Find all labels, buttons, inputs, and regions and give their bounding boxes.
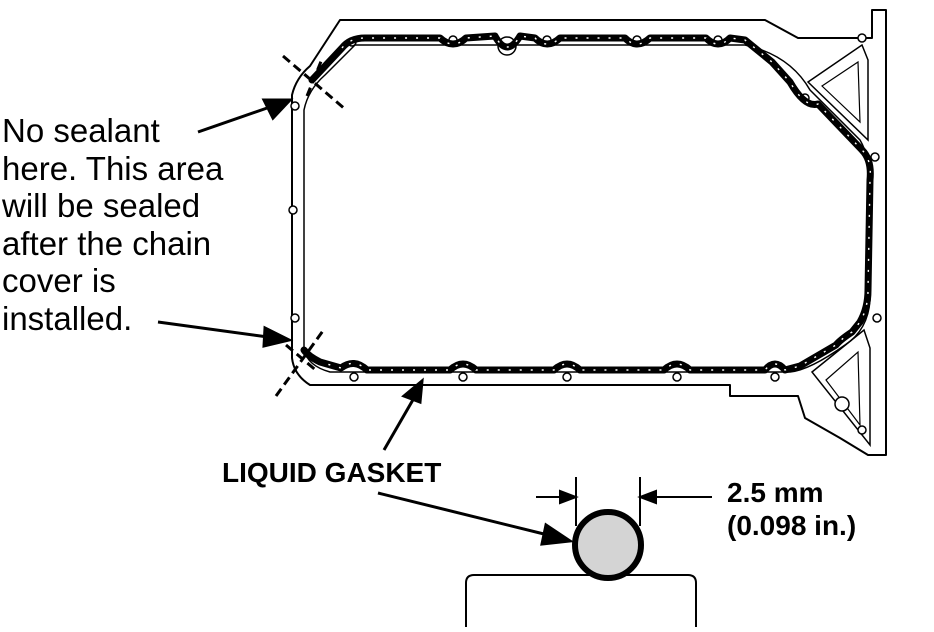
bolt-hole [834,396,850,412]
flange-brace-lower [810,328,871,448]
arrowhead [261,98,294,121]
bolt-hole [857,33,867,43]
leader-arrows [157,98,575,546]
arrowhead [401,377,424,405]
bolt-hole [857,425,867,435]
bolt-hole [290,101,300,111]
bolt-hole [770,372,780,382]
pan-opening-outline [303,44,872,373]
bolt-hole [349,372,359,382]
note-line: here. This area [2,149,224,187]
bolt-holes [288,33,882,435]
pan-flange-outline [291,9,887,456]
note-line: after the chain [2,224,212,262]
flange-section [465,574,697,627]
bolt-hole [288,205,298,215]
arrowhead [540,522,575,546]
bead-diameter-imperial: (0.098 in.) [727,510,857,541]
break-mark-upper-cross [305,58,324,97]
break-mark-lower-cross [285,343,319,374]
bolt-hole [458,372,468,382]
bolt-hole [872,313,882,323]
bead-diameter-metric: 2.5 mm [727,477,824,508]
arrow-gasket-section [377,491,549,537]
arrow-no-sealant-upper [197,105,271,134]
bolt-hole [672,372,682,382]
arrowhead [637,489,657,505]
note-line: No sealant [2,112,160,149]
liquid-gasket-bead [300,32,874,374]
no-sealant-note: No sealant here. This area will be seale… [2,112,223,337]
arrowhead [262,325,294,348]
arrowhead [559,489,579,505]
bolt-hole [562,372,572,382]
note-line: installed. [2,299,133,337]
flange-brace-upper [806,43,869,142]
note-line: cover is [2,262,116,299]
bead-diameter-label: 2.5 mm (0.098 in.) [727,476,856,542]
note-line: will be sealed [2,187,201,224]
gasket-bead-section [572,509,644,581]
dimension-callout [536,477,712,526]
liquid-gasket-bead-hatching [319,35,872,371]
flange-brace-upper-inner [821,60,861,124]
bolt-hole [290,313,300,323]
arrow-no-sealant-lower [157,320,269,339]
bolt-hole [870,152,880,162]
no-sealant-break-marks [274,54,346,397]
flange-brace-lower-inner [825,350,861,427]
liquid-gasket-label: LIQUID GASKET [222,457,442,488]
arrow-gasket-bead [382,397,416,451]
